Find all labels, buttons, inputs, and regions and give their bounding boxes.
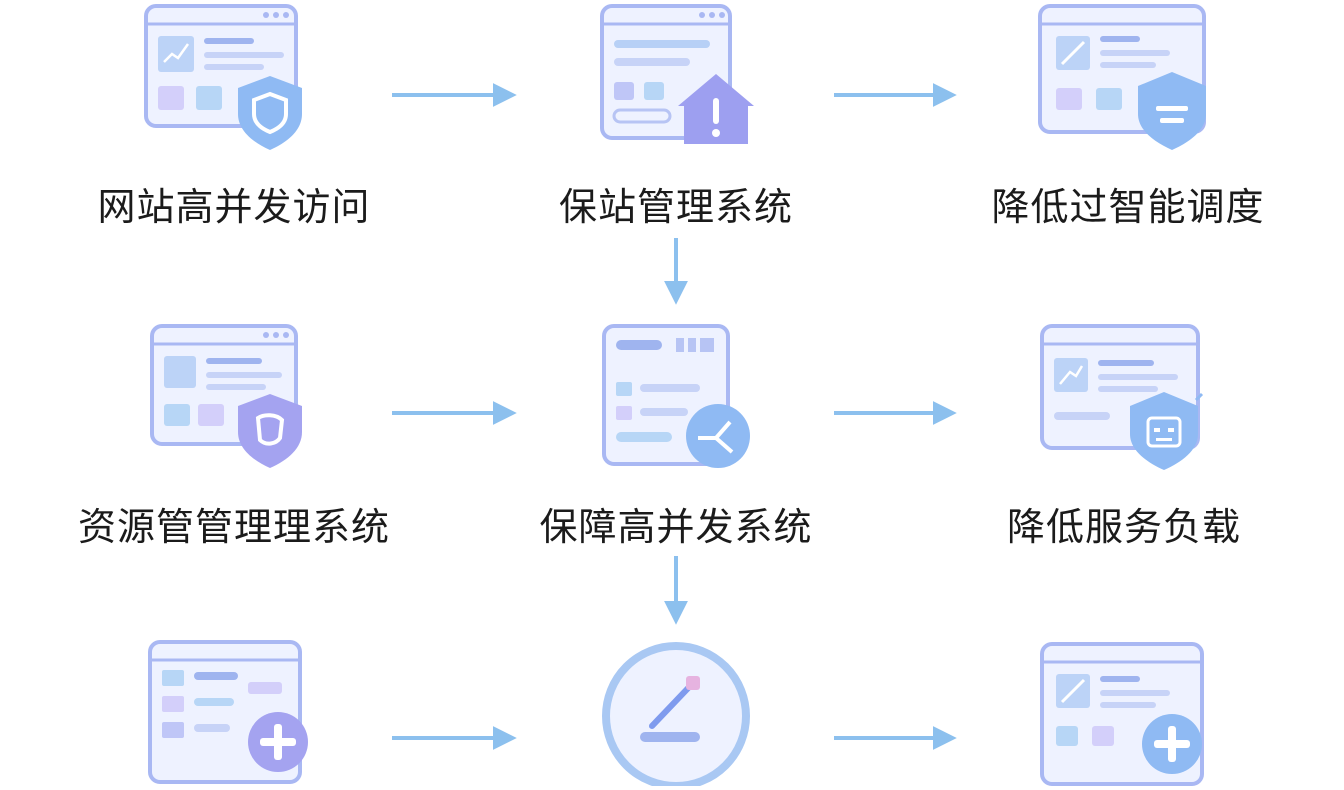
- node-label-5: 保障高并发系统: [539, 505, 813, 549]
- node-bottom-center: [596, 636, 776, 786]
- gauge-icon: [602, 642, 750, 786]
- node-high-concurrency-access: [140, 2, 320, 152]
- robot-icon: [1130, 392, 1204, 470]
- alert-house-icon: [678, 74, 754, 144]
- node-label-6: 降低服务负载: [1006, 505, 1241, 549]
- plus-icon: [248, 712, 308, 772]
- shield-icon: [238, 76, 302, 150]
- branch-icon: [686, 404, 750, 468]
- node-reduce-intelligent-scheduling: [1034, 2, 1214, 152]
- node-reduce-service-load: [1036, 322, 1216, 472]
- node-label-1: 网站高并发访问: [97, 185, 371, 229]
- balance-icon: [1138, 72, 1206, 150]
- node-label-2: 保站管理系统: [558, 185, 793, 229]
- plus-icon: [1142, 714, 1202, 774]
- node-site-protection-system: [596, 2, 776, 152]
- node-ensure-concurrency-system: [598, 322, 778, 472]
- node-bottom-left: [144, 638, 324, 788]
- node-resource-management-system: [146, 322, 326, 472]
- node-label-3: 降低过智能调度: [991, 185, 1265, 229]
- flow-diagram: 网站高并发访问 保站管理系统: [77, 2, 1265, 786]
- connectors: [392, 83, 957, 750]
- shield-outline-icon: [238, 394, 302, 468]
- node-bottom-right: [1036, 640, 1216, 790]
- node-label-4: 资源管管理理系统: [77, 505, 390, 549]
